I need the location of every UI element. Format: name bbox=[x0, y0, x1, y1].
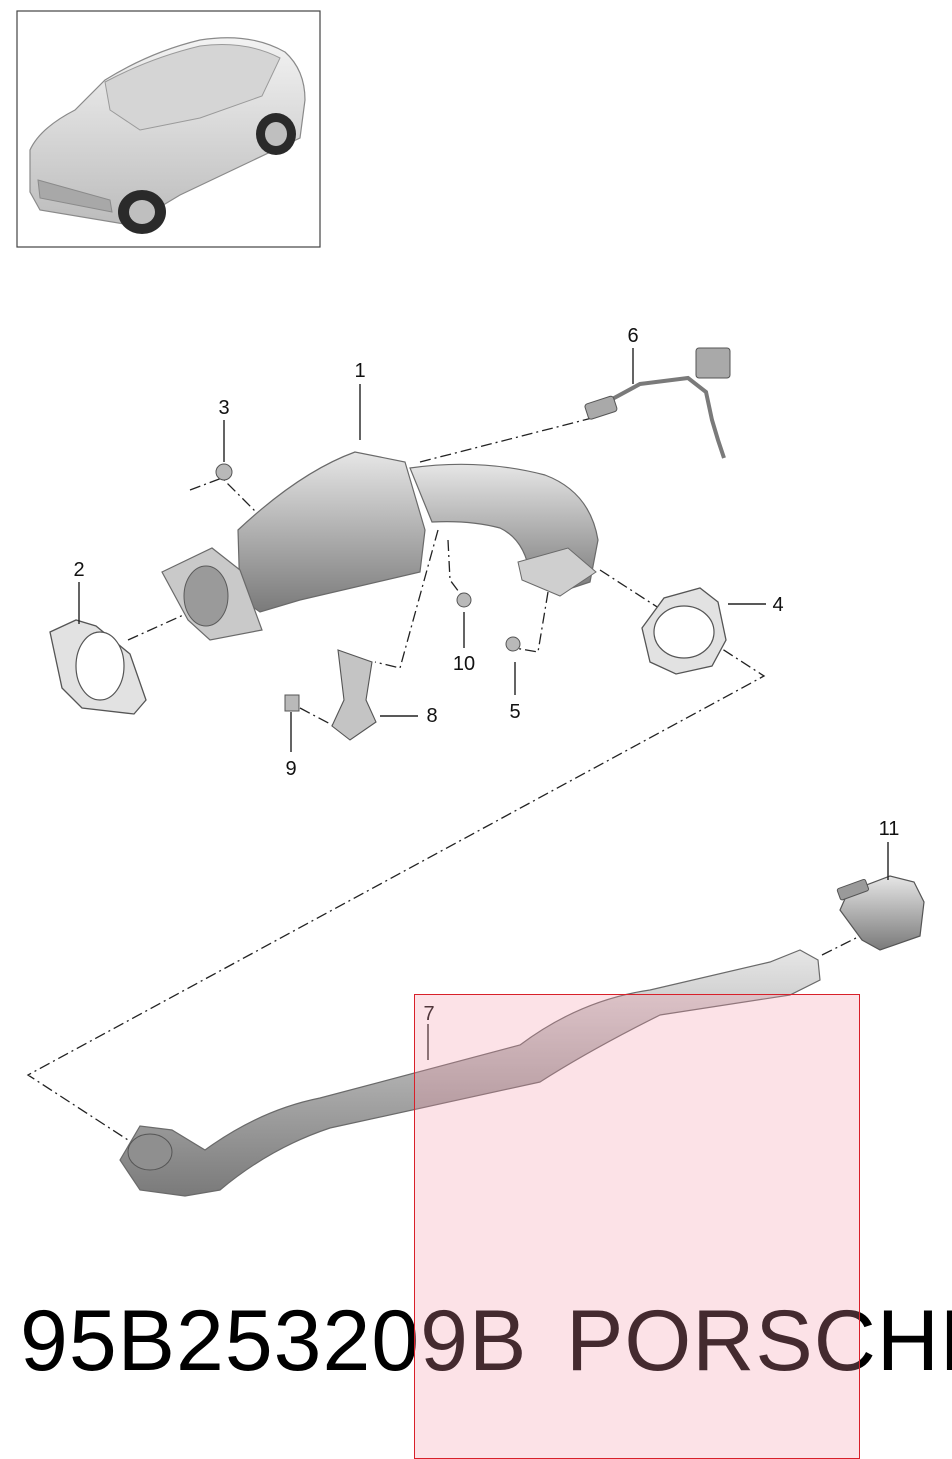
pipe-clamp bbox=[836, 875, 925, 951]
vehicle-thumbnail bbox=[16, 10, 321, 248]
callout-5: 5 bbox=[509, 701, 520, 723]
callout-2: 2 bbox=[73, 559, 84, 581]
highlight-box-part-7 bbox=[414, 994, 860, 1459]
callout-3: 3 bbox=[218, 397, 229, 419]
callout-6: 6 bbox=[627, 325, 638, 347]
catalytic-converter bbox=[161, 451, 599, 641]
callout-7: 7 bbox=[423, 1003, 434, 1025]
callout-8: 8 bbox=[426, 705, 437, 727]
exhaust-pipe bbox=[119, 949, 821, 1197]
part-number-label: 95B253209B bbox=[20, 1293, 528, 1389]
callout-labels: 1 2 3 4 5 6 7 8 9 10 11 bbox=[73, 325, 899, 1025]
callout-4: 4 bbox=[772, 594, 783, 616]
oxygen-sensor bbox=[584, 347, 731, 459]
callout-11: 11 bbox=[879, 818, 900, 840]
car-illustration bbox=[29, 37, 306, 234]
callout-9: 9 bbox=[285, 758, 296, 780]
gasket-left bbox=[49, 619, 147, 715]
assembly-lines bbox=[26, 415, 863, 1141]
small-hardware bbox=[215, 463, 521, 741]
gasket-right bbox=[641, 587, 727, 675]
brand-label: PORSCHE bbox=[566, 1293, 952, 1389]
callout-10: 10 bbox=[453, 653, 475, 675]
leader-lines bbox=[78, 348, 889, 1060]
callout-1: 1 bbox=[354, 360, 365, 382]
